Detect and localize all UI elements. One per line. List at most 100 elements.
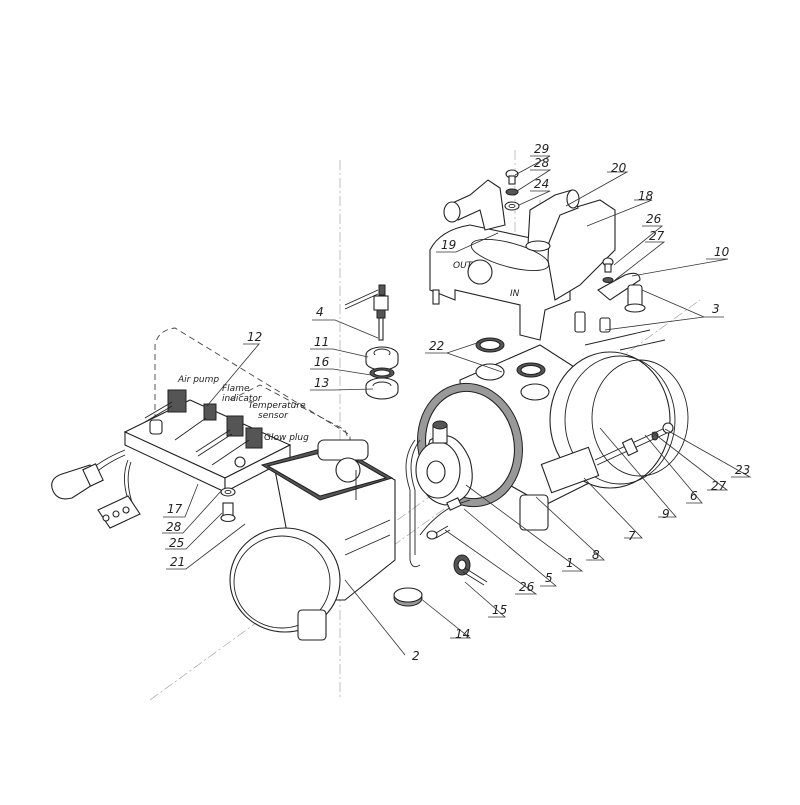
pipe-outlet-left bbox=[443, 179, 506, 231]
leader-line bbox=[518, 190, 551, 206]
callout-number: 8 bbox=[592, 548, 600, 562]
callout-19: 19 bbox=[436, 232, 499, 253]
callout-5: 5 bbox=[463, 508, 558, 587]
label-air-pump: Air pump bbox=[177, 375, 219, 385]
callout-number: 28 bbox=[166, 520, 182, 534]
burner-housing-2 bbox=[229, 439, 396, 641]
leader-line bbox=[641, 289, 705, 318]
leader-line bbox=[310, 368, 372, 376]
leader-line bbox=[535, 496, 606, 561]
callout-number: 7 bbox=[628, 529, 636, 543]
label-temperature-sensor-1: Temperature bbox=[248, 401, 306, 411]
leader-line bbox=[344, 579, 406, 656]
wiring-harness-plugs bbox=[51, 449, 141, 529]
leader-line bbox=[464, 581, 507, 618]
callout-15: 15 bbox=[464, 581, 507, 618]
cover-marking-out: OUT bbox=[453, 261, 474, 271]
callout-number: 27 bbox=[649, 229, 665, 243]
screw-25 bbox=[220, 502, 236, 523]
leader-line bbox=[166, 523, 246, 570]
plug-14 bbox=[393, 587, 423, 607]
callout-22: 22 bbox=[425, 339, 503, 373]
callout-18: 18 bbox=[586, 189, 654, 227]
callout-6: 6 bbox=[644, 434, 703, 504]
leader-line bbox=[162, 489, 223, 534]
callout-number: 22 bbox=[429, 339, 444, 353]
callout-27: 27 bbox=[614, 229, 666, 281]
callout-number: 26 bbox=[519, 580, 535, 594]
callout-number: 5 bbox=[545, 571, 553, 585]
o-rings-22 bbox=[475, 337, 546, 378]
o-ring-16 bbox=[369, 367, 395, 379]
callout-number: 17 bbox=[167, 502, 183, 516]
seal-11 bbox=[365, 346, 399, 371]
leader-line bbox=[614, 241, 666, 281]
leader-line bbox=[631, 258, 729, 277]
screw-26-lower bbox=[426, 525, 451, 540]
connector-flame-indicator bbox=[174, 403, 217, 441]
connector-glow-plug bbox=[211, 427, 263, 466]
callout-number: 1 bbox=[566, 556, 574, 570]
leader-line bbox=[565, 171, 629, 207]
leader-line bbox=[514, 155, 551, 176]
callout-14: 14 bbox=[419, 597, 472, 641]
callout-27: 27 bbox=[651, 431, 729, 493]
label-flame-indicator-2: indicator bbox=[222, 394, 263, 404]
housing-18 bbox=[547, 199, 616, 301]
label-temperature-sensor-2: sensor bbox=[258, 411, 289, 421]
connector-air-pump bbox=[144, 389, 187, 423]
callout-number: 4 bbox=[316, 305, 324, 319]
fuel-pipe-5 bbox=[405, 439, 471, 568]
glow-plug-3 bbox=[574, 284, 646, 333]
temperature-sensor-4 bbox=[344, 284, 389, 341]
callout-number: 3 bbox=[712, 302, 720, 316]
callout-number: 13 bbox=[314, 376, 329, 390]
callout-1: 1 bbox=[465, 484, 584, 572]
callout-4: 4 bbox=[312, 305, 379, 339]
bracket-10 bbox=[597, 257, 641, 301]
callout-28: 28 bbox=[516, 156, 552, 192]
callout-number: 15 bbox=[492, 603, 507, 617]
callout-number: 29 bbox=[534, 142, 549, 156]
callout-12: 12 bbox=[206, 330, 262, 407]
leader-line bbox=[583, 477, 643, 539]
callout-number: 9 bbox=[662, 507, 670, 521]
callout-number: 20 bbox=[611, 161, 627, 175]
burner-1 bbox=[415, 420, 473, 506]
callout-10: 10 bbox=[631, 245, 730, 277]
cover-marking-in: IN bbox=[510, 289, 520, 299]
callout-number: 25 bbox=[169, 536, 184, 550]
callout-number: 21 bbox=[170, 555, 185, 569]
leader-line bbox=[436, 232, 499, 253]
callout-17: 17 bbox=[163, 483, 199, 518]
leader-line bbox=[644, 434, 703, 504]
seal-13 bbox=[365, 377, 399, 400]
callout-8: 8 bbox=[535, 496, 606, 562]
leader-line bbox=[516, 169, 552, 192]
callout-20: 20 bbox=[565, 161, 629, 207]
leader-line bbox=[419, 597, 472, 639]
screw-29-washers-28-24 bbox=[504, 169, 520, 211]
leader-line bbox=[586, 199, 653, 227]
leader-line bbox=[465, 484, 584, 572]
callout-number: 10 bbox=[714, 245, 730, 259]
callout-26: 26 bbox=[613, 212, 664, 266]
label-flame-indicator-1: Flame bbox=[222, 384, 250, 394]
callout-number: 28 bbox=[534, 156, 550, 170]
leader-line bbox=[310, 388, 374, 391]
callout-29: 29 bbox=[514, 142, 551, 176]
callout-number: 23 bbox=[735, 463, 750, 477]
leader-line bbox=[444, 529, 538, 595]
leader-line bbox=[463, 508, 558, 587]
connector-temperature-sensor bbox=[195, 415, 244, 457]
leader-line bbox=[446, 352, 503, 373]
callout-13: 13 bbox=[310, 376, 374, 391]
callout-3: 3 bbox=[604, 289, 724, 331]
leader-line bbox=[312, 319, 379, 339]
callout-layer: 1234567891011121314151617181920212223242… bbox=[162, 142, 752, 663]
callout-number: 19 bbox=[441, 238, 456, 252]
callout-number: 27 bbox=[711, 479, 727, 493]
leader-line bbox=[613, 225, 664, 266]
callout-23: 23 bbox=[664, 428, 752, 478]
